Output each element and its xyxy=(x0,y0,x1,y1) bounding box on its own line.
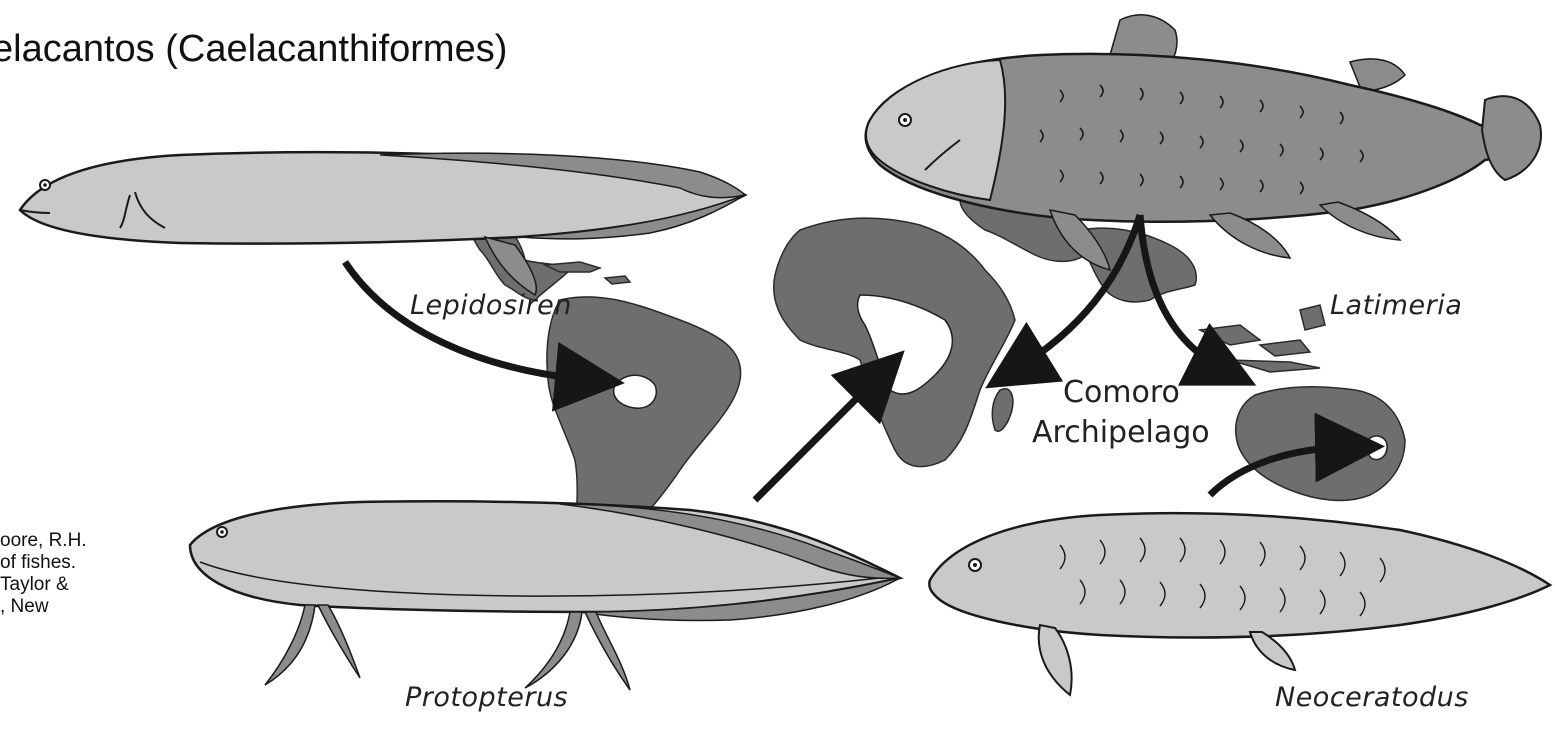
label-comoro-line1: Comoro xyxy=(1063,375,1180,410)
citation-line: of fishes. xyxy=(0,552,180,574)
lepidosiren-fish xyxy=(20,152,745,295)
citation-line: Taylor & xyxy=(0,574,180,596)
protopterus-fish xyxy=(190,501,900,690)
page-title: elacantos (Caelacanthiformes) xyxy=(0,28,507,71)
arrow-protopterus-to-range xyxy=(755,375,880,500)
label-neoceratodus: Neoceratodus xyxy=(1275,682,1469,713)
citation-line: , New xyxy=(0,596,180,618)
lepidosiren-range xyxy=(614,375,657,408)
label-latimeria: Latimeria xyxy=(1330,290,1462,321)
label-lepidosiren: Lepidosiren xyxy=(410,290,572,321)
label-comoro-line2: Archipelago xyxy=(1032,415,1210,450)
neoceratodus-fish xyxy=(929,513,1550,695)
latimeria-fish xyxy=(866,15,1541,270)
citation-line: oore, R.H. xyxy=(0,530,180,552)
neoceratodus-range xyxy=(1367,436,1387,459)
indonesia-islands xyxy=(1200,305,1325,372)
madagascar-landmass xyxy=(992,389,1013,432)
label-protopterus: Protopterus xyxy=(405,682,568,713)
citation-text: oore, R.H. of fishes. Taylor & , New xyxy=(0,530,180,618)
